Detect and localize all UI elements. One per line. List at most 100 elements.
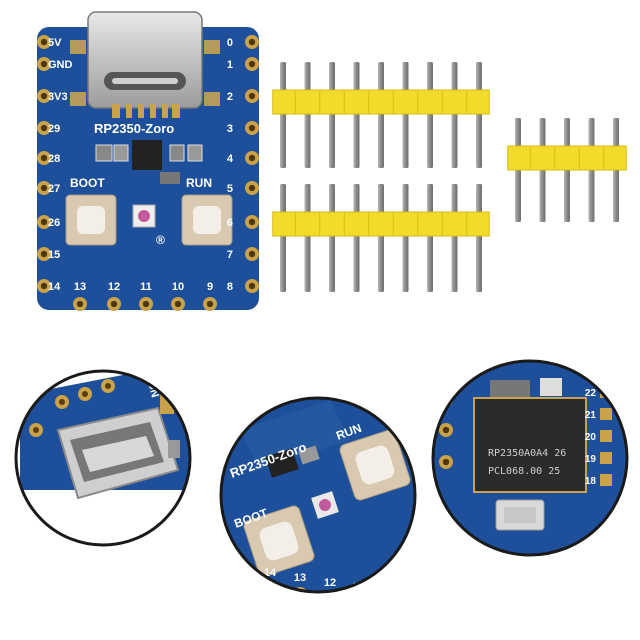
pin-label: 18 bbox=[585, 476, 597, 487]
header-pin bbox=[329, 184, 335, 292]
pad-hole bbox=[142, 300, 150, 308]
pin-label: 28 bbox=[48, 153, 60, 165]
zoom-run-button bbox=[339, 429, 411, 501]
header-plastic bbox=[272, 211, 490, 237]
pin-label: 6 bbox=[227, 217, 233, 229]
right-castellated-pads bbox=[245, 35, 259, 293]
board-name-label: RP2350-Zoro bbox=[94, 121, 174, 136]
pad-hole bbox=[354, 600, 361, 607]
pad-hole bbox=[40, 154, 48, 162]
pin-label: 3 bbox=[227, 123, 233, 135]
pad-hole bbox=[248, 60, 256, 68]
pin-label: 15 bbox=[48, 249, 60, 261]
pad-hole bbox=[40, 250, 48, 258]
header-pin bbox=[353, 184, 360, 292]
header-pin bbox=[304, 62, 311, 168]
right-pin-labels: 0 1 2 3 4 5 6 7 8 bbox=[227, 37, 234, 293]
pad-hole bbox=[110, 300, 118, 308]
pin-label: 22 bbox=[585, 388, 597, 399]
pad-hole bbox=[76, 300, 84, 308]
castellated-pad bbox=[600, 452, 612, 464]
header-pin bbox=[280, 62, 286, 168]
run-button bbox=[181, 194, 233, 246]
usb-c-connector bbox=[87, 11, 203, 118]
chip-marking-line1: RP2350A0A4 26 bbox=[488, 448, 566, 459]
pin-label: 29 bbox=[48, 123, 60, 135]
boot-label: BOOT bbox=[70, 176, 105, 190]
pin-label: 13 bbox=[294, 572, 306, 584]
header-pin bbox=[378, 62, 384, 168]
pin-label: 8 bbox=[227, 281, 233, 293]
pin-label: 0 bbox=[227, 37, 233, 49]
pin-label: 5V bbox=[48, 37, 62, 49]
header-pin bbox=[476, 62, 482, 168]
pad-hole bbox=[40, 184, 48, 192]
pad-hole bbox=[40, 38, 48, 46]
header-pin bbox=[353, 62, 360, 168]
header-pin bbox=[402, 184, 409, 292]
header-pin bbox=[304, 184, 311, 292]
pad-hole bbox=[248, 184, 256, 192]
zoom-circle-chip: RP2350A0A4 26 PCL068.00 25 22 21 20 19 18 bbox=[431, 359, 629, 557]
pin-label: 2 bbox=[227, 91, 233, 103]
header-pin bbox=[427, 184, 433, 292]
castellated-pad bbox=[350, 596, 366, 612]
pad-hole bbox=[248, 250, 256, 258]
pin-header-9-lower bbox=[272, 184, 490, 292]
pin-label: 21 bbox=[585, 410, 597, 421]
pad-hole bbox=[248, 218, 256, 226]
pad-hole bbox=[236, 581, 244, 589]
castellated-pad bbox=[232, 577, 248, 592]
zoom-chip-pin-labels: 22 21 20 19 18 bbox=[585, 388, 597, 487]
pin-label: 12 bbox=[324, 577, 336, 589]
pad-hole bbox=[266, 586, 274, 592]
pin-label: 10 bbox=[172, 281, 184, 293]
pin-label: 1 bbox=[227, 59, 233, 71]
pin-label: 5 bbox=[227, 183, 233, 195]
pad-hole bbox=[174, 300, 182, 308]
pad-hole bbox=[248, 282, 256, 290]
pin-header-9-upper bbox=[272, 62, 490, 168]
pad-hole bbox=[40, 282, 48, 290]
header-pin bbox=[451, 184, 458, 292]
header-pin bbox=[329, 62, 335, 168]
left-castellated-pads bbox=[37, 35, 51, 293]
pin-label: 11 bbox=[140, 281, 152, 293]
castellated-pad bbox=[600, 474, 612, 486]
header-plastic bbox=[507, 145, 627, 171]
castellated-pad bbox=[262, 582, 278, 592]
castellated-pad bbox=[600, 430, 612, 442]
castellated-pad bbox=[322, 592, 338, 608]
rp2350-zoro-board: RP2350-Zoro BOOT RUN ® 5VGND3V3292827261… bbox=[37, 11, 259, 311]
pin-label: 12 bbox=[108, 281, 120, 293]
pad-hole bbox=[442, 396, 450, 404]
pin-label: 7 bbox=[227, 249, 233, 261]
run-label: RUN bbox=[186, 176, 212, 190]
pad-hole bbox=[442, 426, 450, 434]
pin-label: 14 bbox=[48, 281, 61, 293]
pad-hole bbox=[442, 458, 450, 466]
pin-header-5 bbox=[507, 118, 627, 222]
chip-marking-line2: PCL068.00 25 bbox=[488, 466, 560, 477]
pin-label: 27 bbox=[48, 183, 60, 195]
pin-label: 26 bbox=[48, 217, 60, 229]
pad-hole bbox=[396, 571, 404, 579]
pin-label: 3V3 bbox=[48, 91, 68, 103]
header-pin bbox=[378, 184, 384, 292]
pin-label: 15 bbox=[234, 562, 246, 574]
pin-label: 20 bbox=[585, 432, 597, 443]
left-pin-labels: 5V GND 3V3 29 28 27 26 15 14 bbox=[48, 37, 73, 293]
pad-hole bbox=[40, 218, 48, 226]
header-pin bbox=[280, 184, 286, 292]
crystal-oscillator bbox=[495, 499, 545, 531]
pad-hole bbox=[248, 154, 256, 162]
pin-label: 19 bbox=[585, 454, 597, 465]
header-pin bbox=[427, 62, 433, 168]
pin-label: 13 bbox=[74, 281, 86, 293]
pin-label: GND bbox=[48, 59, 73, 71]
pad-hole bbox=[248, 92, 256, 100]
pin-label: 4 bbox=[227, 153, 234, 165]
